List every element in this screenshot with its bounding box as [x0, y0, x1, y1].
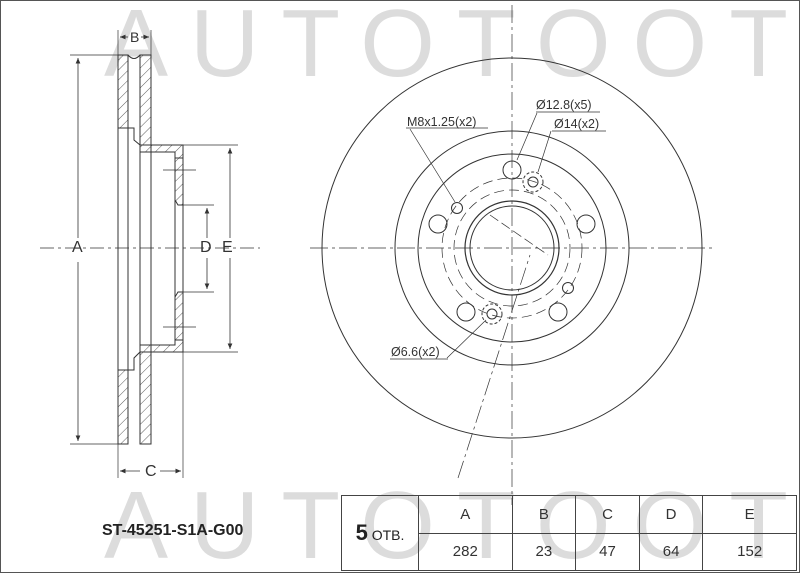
header-a: A — [418, 495, 513, 534]
header-e: E — [702, 495, 797, 534]
holes-count-cell: 5 ОТВ. — [341, 495, 419, 571]
annotation-bolt-holes: Ø12.8(x5) — [536, 98, 592, 112]
value-a: 282 — [418, 532, 513, 571]
dim-label-b: B — [130, 29, 140, 45]
annotation-large-holes: Ø14(x2) — [554, 117, 600, 131]
part-number: ST-45251-S1A-G00 — [102, 522, 244, 539]
annotation-small-holes: Ø6.6(x2) — [391, 345, 440, 359]
header-b: B — [511, 495, 577, 534]
value-b: 23 — [511, 532, 577, 571]
watermark-top: AUTOTOOT — [104, 0, 800, 97]
specs-table: 5 ОТВ. A B C D E 282 23 47 64 152 — [341, 495, 797, 571]
side-view — [40, 30, 260, 478]
dim-label-a: A — [72, 239, 83, 256]
dim-label-e: E — [222, 239, 233, 256]
dim-label-d: D — [200, 239, 212, 256]
dim-label-c: C — [145, 463, 157, 480]
header-d: D — [638, 495, 704, 534]
holes-count: 5 — [355, 520, 368, 545]
holes-label: ОТВ. — [371, 527, 405, 543]
header-c: C — [575, 495, 640, 534]
value-e: 152 — [702, 532, 797, 571]
value-c: 47 — [575, 532, 640, 571]
front-view — [310, 5, 712, 505]
value-d: 64 — [638, 532, 704, 571]
annotation-thread: M8x1.25(x2) — [407, 115, 477, 129]
